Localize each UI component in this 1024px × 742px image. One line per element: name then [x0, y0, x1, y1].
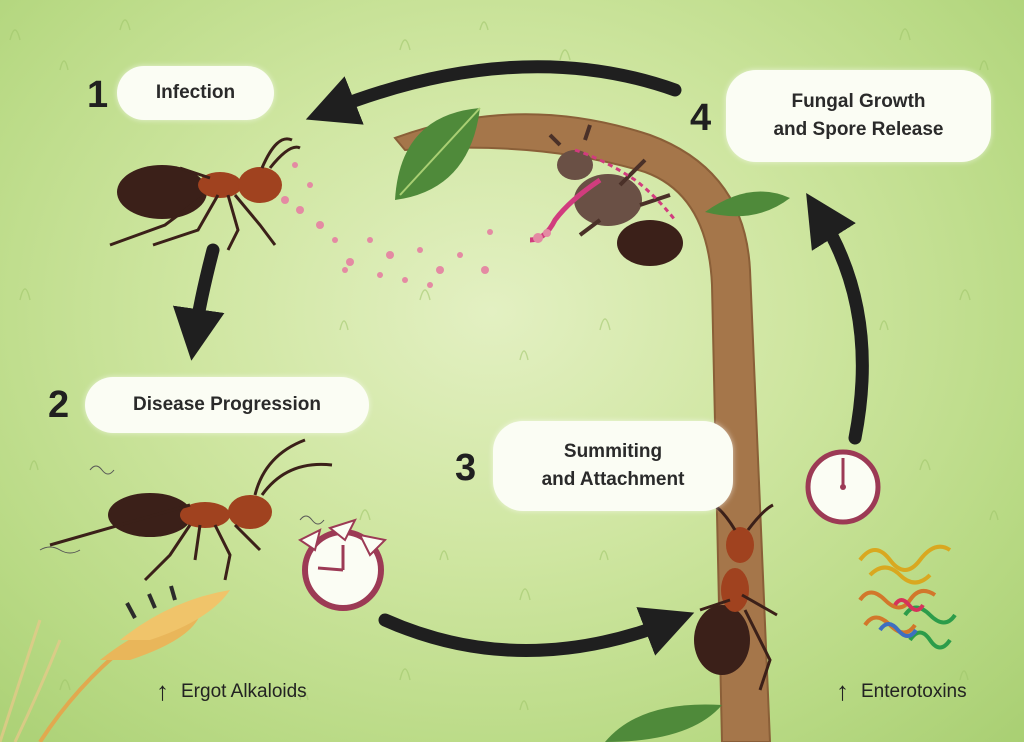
- stage-number-3: 3: [455, 447, 477, 489]
- ant-icon: [694, 498, 778, 691]
- up-arrow-icon: ↑: [156, 676, 169, 706]
- enterotoxins-caption: ↑ Enterotoxins: [836, 676, 967, 707]
- stage-label-summiting-attachment: Summiting and Attachment: [493, 421, 733, 511]
- wheat-icon: [0, 585, 230, 742]
- up-arrow-icon: ↑: [836, 676, 849, 706]
- grass-texture: [9, 19, 999, 711]
- arrow-icon: [172, 243, 225, 361]
- enterotoxins-label: Enterotoxins: [861, 680, 967, 702]
- infected-dead-ant: [529, 124, 683, 266]
- ergot-alkaloids-label: Ergot Alkaloids: [181, 680, 307, 702]
- stage-number-2: 2: [48, 384, 70, 426]
- protein-structure-icon: [858, 544, 957, 650]
- plant-stem: [393, 113, 772, 742]
- ergot-alkaloids-caption: ↑ Ergot Alkaloids: [156, 676, 307, 707]
- ant-icon: [109, 137, 301, 251]
- stage-number-4: 4: [690, 97, 712, 139]
- leaf-icon: [705, 191, 790, 217]
- stage-label-fungal-growth: Fungal Growth and Spore Release: [726, 70, 991, 162]
- arrow-icon: [305, 60, 682, 125]
- arrow-icon: [378, 607, 695, 657]
- spore-icon: [281, 162, 493, 288]
- stage-number-1: 1: [87, 74, 109, 116]
- cycle-arrows: [172, 60, 869, 657]
- ant-icon: [39, 438, 333, 582]
- arrow-icon: [806, 193, 869, 445]
- leaf-icon: [605, 704, 722, 742]
- stage-label-infection: Infection: [117, 66, 274, 120]
- broken-clock-icon: [298, 518, 388, 611]
- stage-label-disease-progression: Disease Progression: [85, 377, 369, 433]
- clock-icon: [805, 449, 881, 525]
